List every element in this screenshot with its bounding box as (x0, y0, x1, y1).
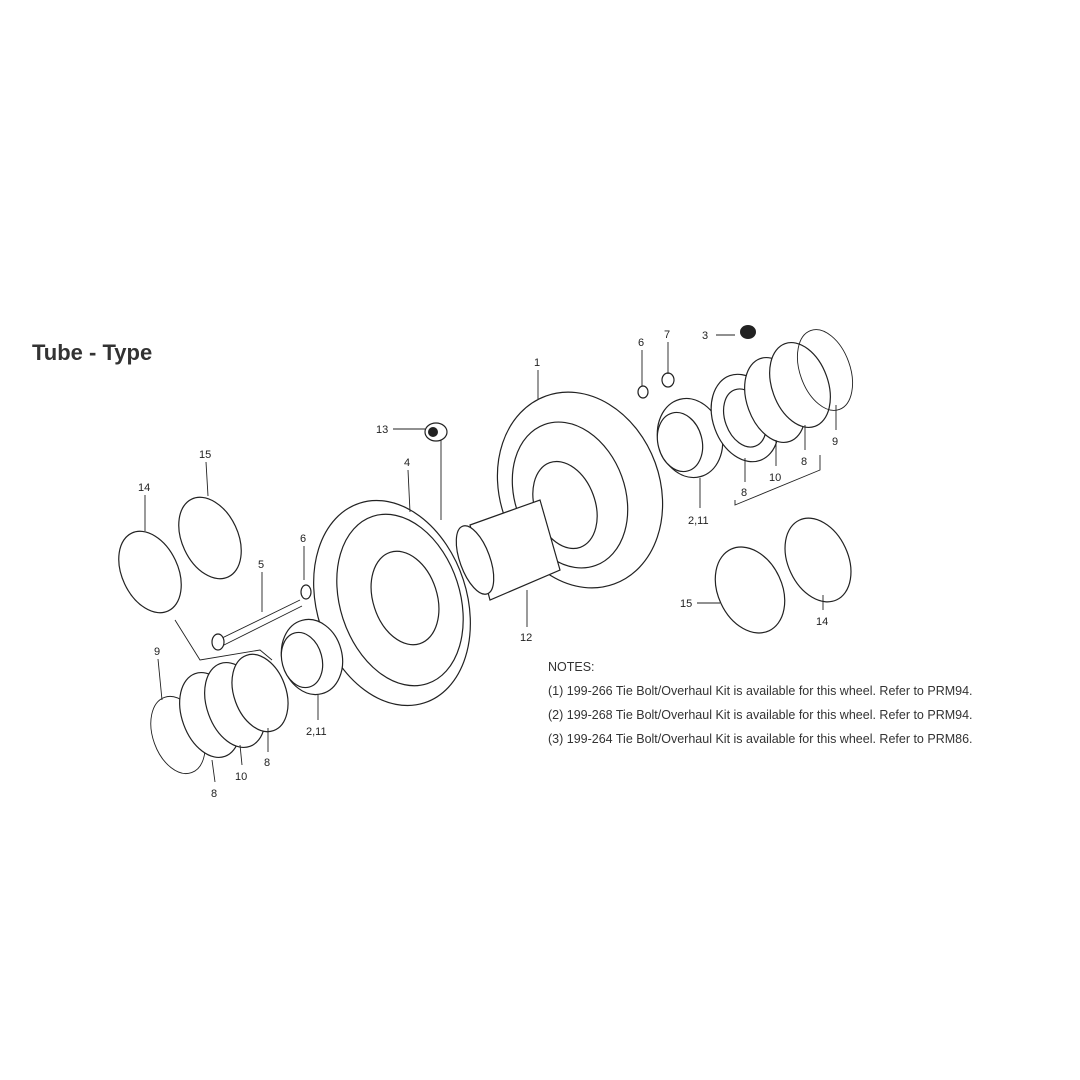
label-part-12: 12 (520, 632, 532, 644)
wheel-flange-left (313, 499, 471, 707)
note-item: (1) 199-266 Tie Bolt/Overhaul Kit is ava… (548, 684, 973, 698)
diagram-title: Tube - Type (32, 340, 153, 365)
seal-rings-left (150, 653, 289, 774)
label-part-8: 8 (741, 487, 747, 499)
label-part-13: 13 (376, 424, 388, 436)
note-item: (3) 199-264 Tie Bolt/Overhaul Kit is ava… (548, 732, 973, 746)
label-part-2-11: 2,11 (688, 515, 709, 527)
label-part-8: 8 (211, 788, 217, 800)
label-part-6: 6 (300, 533, 306, 545)
bearing-left (280, 618, 344, 696)
seal-rings-right (710, 329, 853, 463)
label-part-15: 15 (199, 449, 211, 461)
label-part-4: 4 (404, 457, 410, 469)
label-part-10: 10 (769, 472, 781, 484)
label-part-1: 1 (534, 357, 540, 369)
plug-13 (424, 422, 448, 442)
label-part-9: 9 (154, 646, 160, 658)
tie-bolt (211, 325, 756, 651)
label-part-14: 14 (138, 482, 150, 494)
label-part-8: 8 (264, 757, 270, 769)
seals-14-15 (118, 496, 852, 634)
label-part-14: 14 (816, 616, 828, 628)
label-part-2-11: 2,11 (306, 726, 327, 738)
label-part-5: 5 (258, 559, 264, 571)
notes-heading: NOTES: (548, 660, 595, 674)
leader-lines (144, 334, 837, 783)
notes-section: NOTES: (1) 199-266 Tie Bolt/Overhaul Kit… (548, 660, 973, 756)
label-part-9: 9 (832, 436, 838, 448)
label-part-8: 8 (801, 456, 807, 468)
note-item: (2) 199-268 Tie Bolt/Overhaul Kit is ava… (548, 708, 973, 722)
label-part-10: 10 (235, 771, 247, 783)
shaft-tube (455, 499, 561, 601)
label-part-7: 7 (664, 329, 670, 341)
label-part-6: 6 (638, 337, 644, 349)
part-labels: 1 3 6 7 2,11 8 10 8 9 13 4 15 14 6 5 12 … (138, 329, 838, 800)
bearing-right (656, 397, 724, 479)
label-part-15: 15 (680, 598, 692, 610)
label-part-3: 3 (702, 330, 708, 342)
